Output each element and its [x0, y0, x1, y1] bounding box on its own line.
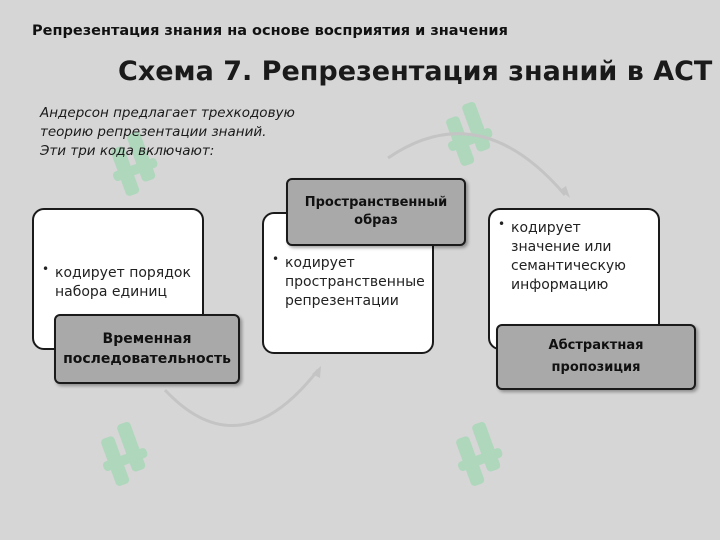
description-line: набора единиц — [55, 284, 168, 300]
intro-text: Андерсон предлагает трехкодовую теорию р… — [40, 104, 295, 161]
description-line: информацию — [511, 277, 609, 293]
code-description: • кодирует значение или семантическую ин… — [498, 217, 626, 295]
arrow-top-head-icon — [560, 186, 570, 198]
intro-line: Андерсон предлагает трехкодовую — [40, 105, 295, 121]
code-card-spatial: • кодирует пространственные репрезентаци… — [262, 212, 434, 354]
page-header: Репрезентация знания на основе восприяти… — [32, 23, 508, 39]
slide-title: Схема 7. Репрезентация знаний в АСТ — [118, 56, 713, 87]
intro-line: теорию репрезентации знаний. — [40, 124, 267, 140]
description-line: значение или — [511, 239, 612, 255]
intro-line: Эти три кода включают: — [40, 143, 215, 159]
description-line: кодирует — [511, 220, 581, 236]
description-line: кодирует порядок — [55, 265, 191, 281]
label-line: Пространственный — [304, 195, 448, 210]
arrow-top-icon — [387, 132, 567, 196]
code-label-abstract: Абстрактная пропозиция — [496, 324, 696, 390]
arrow-bottom-icon — [163, 369, 320, 427]
description-line: кодирует — [285, 255, 355, 271]
bullet-icon: • — [498, 217, 506, 231]
label-line: пропозиция — [551, 360, 641, 375]
description-line: репрезентации — [285, 293, 399, 309]
label-line: Абстрактная — [548, 338, 644, 353]
code-description: • кодирует порядок набора единиц — [42, 262, 191, 302]
description-line: пространственные — [285, 274, 425, 290]
label-line: Временная — [102, 331, 192, 347]
label-line: образ — [354, 213, 398, 228]
bullet-icon: • — [42, 262, 50, 276]
label-line: последовательность — [63, 351, 231, 367]
bullet-icon: • — [272, 252, 280, 266]
code-label-temporal: Временная последовательность — [54, 314, 240, 384]
code-label-spatial: Пространственный образ — [286, 178, 466, 246]
arrow-bottom-head-icon — [312, 366, 321, 378]
description-line: семантическую — [511, 258, 626, 274]
code-description: • кодирует пространственные репрезентаци… — [272, 252, 425, 311]
